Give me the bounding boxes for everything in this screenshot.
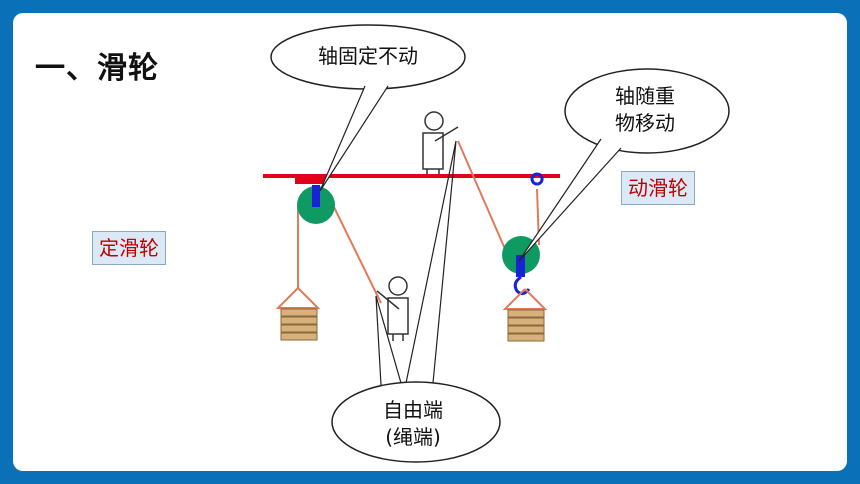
callout-text-axle-moves: 轴随重 物移动 (579, 83, 711, 137)
fixed-pulley-weight (280, 308, 318, 341)
label-movable-pulley: 动滑轮 (621, 171, 695, 205)
callout-text-axle-fixed: 轴固定不动 (283, 43, 453, 70)
pulley-diagram (263, 24, 730, 463)
movable-free-rope (457, 140, 506, 250)
person-on-beam (422, 111, 459, 174)
callout-pointer-free-end-2 (405, 140, 457, 384)
fixed-pulley-mount (295, 178, 325, 184)
label-fixed-pulley: 定滑轮 (92, 231, 166, 265)
callout-text-free-end: 自由端 (绳端) (343, 397, 483, 451)
callout-pointer-axle-fixed (319, 85, 389, 192)
callout-pointer-free-end-1 (375, 295, 402, 386)
callout-bubble-free-end (331, 381, 501, 463)
fixed-free-rope (330, 200, 382, 304)
person-pulling (376, 276, 409, 341)
slide-title: 一、滑轮 (35, 51, 159, 86)
callout-axle-fixed-line: 轴固定不动 (318, 44, 418, 68)
callout-axle-moves-line1: 轴随重 (615, 84, 675, 108)
movable-pulley-hook-ceiling (530, 172, 544, 186)
callout-axle-moves-line2: 物移动 (615, 111, 675, 135)
movable-pulley-weight (507, 309, 545, 342)
callout-bubble-axle-moves (564, 68, 730, 154)
callout-pointer-axle-moves (518, 138, 622, 262)
ceiling-beam (263, 174, 560, 178)
fixed-pulley-axle (312, 185, 320, 207)
callout-free-end-line2: (绳端) (385, 425, 441, 449)
slide-canvas: 一、滑轮 (13, 13, 847, 471)
callout-free-end-line1: 自由端 (383, 398, 443, 422)
movable-pulley-hook (513, 275, 531, 296)
movable-pulley-axle (516, 255, 525, 277)
movable-weight-sling (502, 288, 548, 310)
fixed-weight-sling (275, 287, 321, 309)
